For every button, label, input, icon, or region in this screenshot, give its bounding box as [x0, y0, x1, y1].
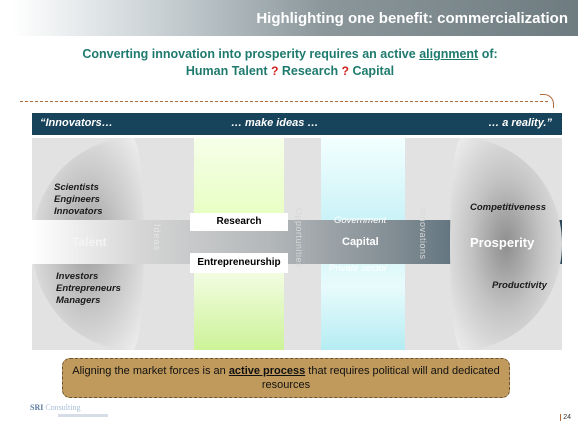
label-scientists: Scientists [54, 182, 99, 193]
header-innovators: “Innovators… [40, 117, 113, 129]
talent-sources-top: Scientists Engineers Innovators [54, 182, 103, 218]
separator-mark: ? [271, 64, 279, 78]
label-capital: Capital [342, 236, 379, 248]
label-prosperity: Prosperity [470, 235, 535, 250]
subtitle: Converting innovation into prosperity re… [20, 46, 560, 80]
talent-sources-bottom: Investors Entrepreneurs Managers [56, 271, 121, 307]
divider-line [20, 101, 548, 102]
innovations-label: Innovations [418, 208, 428, 260]
callout-text-end: that requires political will and dedicat… [261, 365, 500, 391]
callout-active-process: active process [228, 365, 306, 377]
logo-consulting: Consulting [45, 403, 81, 412]
label-innovators: Innovators [54, 206, 103, 217]
header-reality: … a reality.” [488, 117, 552, 129]
label-investors: Investors [56, 271, 99, 282]
diagram: Scientists Engineers Innovators Talent I… [32, 138, 562, 350]
talent-label: Talent [72, 235, 107, 249]
subtitle-human-talent: Human Talent [185, 64, 272, 78]
divider-curve [540, 94, 554, 108]
callout-box: Aligning the market forces is an active … [62, 358, 510, 398]
entrepreneurship-label: Entrepreneurship [190, 253, 288, 273]
separator-mark: ? [341, 64, 349, 78]
label-competitiveness: Competitiveness [470, 202, 547, 213]
logo-sri: SRI [30, 403, 44, 412]
subtitle-alignment: alignment [419, 47, 479, 61]
subtitle-research: Research [278, 64, 342, 78]
opportunities-label: Opportunities [294, 208, 304, 269]
research-label: Research [190, 213, 288, 231]
label-managers: Managers [56, 295, 101, 306]
label-private-sector: Private sector [329, 263, 388, 274]
label-entrepreneurs: Entrepreneurs [56, 283, 121, 294]
header-band: “Innovators… … make ideas … … a reality.… [32, 113, 562, 135]
title-banner: Highlighting one benefit: commercializat… [12, 0, 578, 36]
subtitle-text-end: of: [478, 47, 498, 61]
label-government: Government [334, 215, 387, 226]
slide-title: Highlighting one benefit: commercializat… [256, 10, 568, 27]
ideas-label: Ideas [152, 224, 162, 252]
label-productivity: Productivity [492, 280, 547, 291]
subtitle-text: Converting innovation into prosperity re… [82, 47, 420, 61]
header-make-ideas: … make ideas … [231, 117, 319, 129]
subtitle-line-2: Human Talent ? Research ? Capital [20, 63, 560, 80]
logo-underline [58, 414, 108, 417]
callout-text: Aligning the market forces is an [72, 365, 229, 377]
label-engineers: Engineers [54, 194, 100, 205]
subtitle-line-1: Converting innovation into prosperity re… [20, 46, 560, 63]
page-number: 24 [560, 414, 571, 421]
company-logo: SRI Consulting [30, 403, 80, 412]
subtitle-capital: Capital [348, 64, 395, 78]
